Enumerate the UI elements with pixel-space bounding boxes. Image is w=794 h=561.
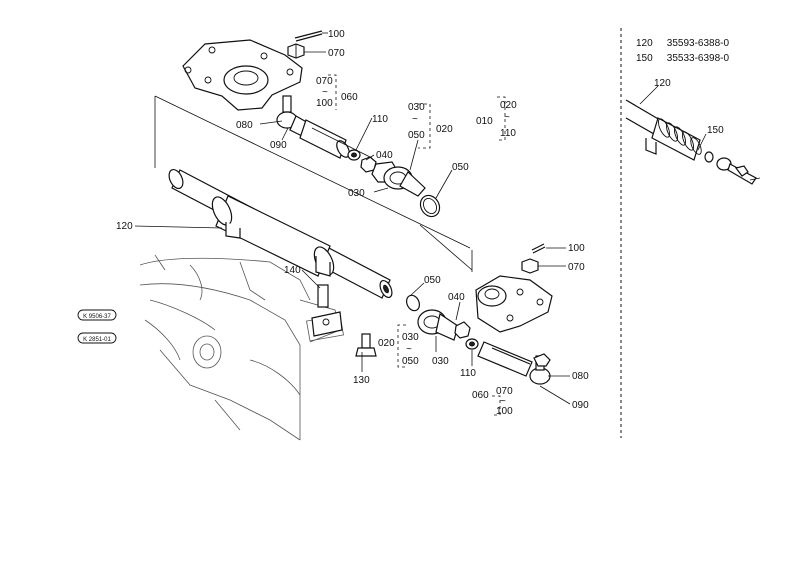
callout-060-upper: 060 <box>341 92 358 103</box>
parts-row-120-number: 35593-6388-0 <box>666 38 730 49</box>
callout-030-lower-b: 030 <box>432 356 449 367</box>
callout-090-lower: 090 <box>572 400 589 411</box>
callout-050-lower: 050 <box>424 275 441 286</box>
parts-row-150: 150 35533-6398-0 <box>636 51 729 66</box>
callout-tilde-upper-3: ~ <box>504 112 510 123</box>
parts-row-150-number: 35533-6398-0 <box>666 53 730 64</box>
inner-ball-joint-lower <box>417 309 459 341</box>
tie-rod-end-upper <box>276 95 350 159</box>
inset-callout-120: 120 <box>654 78 671 89</box>
callout-070-lower-b: 070 <box>496 386 513 397</box>
lower-steering-arm <box>475 275 553 333</box>
power-steering-cylinder-120 <box>168 168 393 299</box>
castle-nut-070-upper <box>287 43 305 59</box>
callout-030-upper-b: 030 <box>348 188 365 199</box>
nut-040-lower <box>454 321 471 339</box>
callout-020-upper-b: 020 <box>500 100 517 111</box>
callout-080-lower: 080 <box>572 371 589 382</box>
parts-row-120-ref: 120 <box>636 38 653 49</box>
inset-callout-150: 150 <box>707 125 724 136</box>
callout-040-lower: 040 <box>448 292 465 303</box>
callout-110-lower: 110 <box>460 368 476 379</box>
cotter-pin-100-upper <box>294 30 323 42</box>
inset-leader-150 <box>697 133 707 151</box>
callout-tilde-upper: ~ <box>322 87 328 98</box>
callout-100-upper-b: 100 <box>316 98 333 109</box>
bracket-upper-070-060 <box>328 74 337 110</box>
callout-100-lower-b: 100 <box>496 406 513 417</box>
bracket-140 <box>311 284 343 337</box>
cotter-pin-100-lower <box>531 243 546 254</box>
callout-050-upper: 050 <box>408 130 425 141</box>
lock-nut-110-lower <box>465 338 479 350</box>
bracket-upper-010 <box>497 96 506 141</box>
bolt-130 <box>355 333 377 357</box>
tie-rod-lower <box>477 341 533 377</box>
callout-010: 010 <box>476 116 493 127</box>
callout-tilde-upper-2: ~ <box>412 114 418 125</box>
inset-ball-joint <box>704 151 761 185</box>
callout-050-upper-b: 050 <box>452 162 469 173</box>
ref-tag-1: K 9506-37 <box>77 309 117 321</box>
leader-lines <box>134 32 571 405</box>
callout-030-lower: 030 <box>402 332 419 343</box>
callout-130: 130 <box>353 375 370 386</box>
callout-050-lower-b: 050 <box>402 356 419 367</box>
callout-100-upper: 100 <box>328 29 345 40</box>
inset-leader-120 <box>639 85 659 105</box>
tractor-body-outline <box>139 254 344 441</box>
callout-040-upper: 040 <box>376 150 393 161</box>
callout-030-upper: 030 <box>408 102 425 113</box>
parts-row-120: 120 35593-6388-0 <box>636 36 729 51</box>
callout-020-upper: 020 <box>436 124 453 135</box>
callout-tilde-lower: ~ <box>406 344 412 355</box>
ref-tag-1-text: K 9506-37 <box>83 314 111 320</box>
ref-tag-2-text: K 2851-01 <box>83 337 111 343</box>
castle-nut-070-lower <box>521 258 539 274</box>
callout-020-lower: 020 <box>378 338 395 349</box>
ref-tag-2: K 2851-01 <box>77 332 117 344</box>
ring-050-upper <box>419 194 441 218</box>
callout-070-upper: 070 <box>328 48 345 59</box>
callout-140: 140 <box>284 265 301 276</box>
inset-boot-150 <box>651 117 702 161</box>
callout-060-lower: 060 <box>472 390 489 401</box>
bracket-upper-030-050 <box>418 103 431 149</box>
callout-110-upper-b: 110 <box>500 128 516 139</box>
bracket-lower-020 <box>397 324 406 368</box>
upper-steering-arm <box>182 39 303 111</box>
callout-120: 120 <box>116 221 133 232</box>
alignment-lines <box>154 95 473 272</box>
callout-070-lower: 070 <box>568 262 585 273</box>
callout-110-upper: 110 <box>372 114 388 125</box>
parts-row-150-ref: 150 <box>636 53 653 64</box>
inner-ball-joint-upper <box>371 161 426 197</box>
tie-rod-end-lower <box>529 353 551 385</box>
callout-080-upper: 080 <box>236 120 253 131</box>
parts-table: 120 35593-6388-0 150 35533-6398-0 <box>636 36 729 66</box>
callout-090-upper: 090 <box>270 140 287 151</box>
lock-nut-110-upper <box>347 149 361 161</box>
boot-050-lower <box>405 294 421 312</box>
callout-tilde-lower-2: ~ <box>500 396 506 407</box>
callout-070-upper-b: 070 <box>316 76 333 87</box>
bracket-lower-060 <box>492 395 501 416</box>
callout-100-lower: 100 <box>568 243 585 254</box>
